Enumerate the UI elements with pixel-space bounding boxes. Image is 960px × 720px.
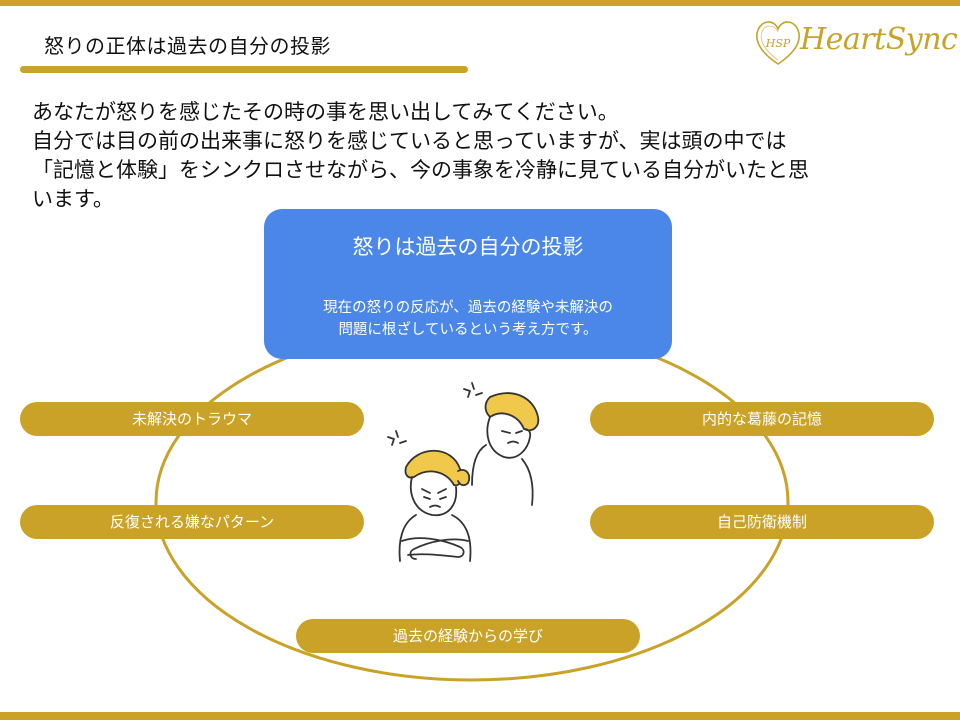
intro-line: 「記憶と体験」をシンクロさせながら、今の事象を冷静に見ている自分がいたと思 (32, 158, 809, 182)
factor-unresolved-trauma: 未解決のトラウマ (20, 402, 364, 436)
intro-line: あなたが怒りを感じたその時の事を思い出してみてください。 (32, 100, 619, 124)
top-accent-bar (0, 0, 960, 6)
factor-past-learning: 過去の経験からの学び (296, 619, 640, 653)
center-description-line: 問題に根ざしているという考え方です。 (338, 322, 598, 338)
intro-text: あなたが怒りを感じたその時の事を思い出してみてください。 自分では目の前の出来事… (32, 98, 932, 214)
center-description: 現在の怒りの反応が、過去の経験や未解決の 問題に根ざしているという考え方です。 (264, 297, 672, 341)
logo-text: HeartSync (800, 22, 958, 57)
heart-logo-icon: HSP (756, 21, 800, 65)
factor-repeated-patterns: 反復される嫌なパターン (20, 505, 364, 539)
slide-title: 怒りの正体は過去の自分の投影 (44, 34, 331, 58)
heartsync-logo: HSP HeartSync (752, 14, 958, 70)
bottom-accent-bar (0, 712, 960, 720)
center-concept-box: 怒りは過去の自分の投影 現在の怒りの反応が、過去の経験や未解決の 問題に根ざして… (264, 209, 672, 359)
intro-line: います。 (32, 187, 114, 211)
center-description-line: 現在の怒りの反応が、過去の経験や未解決の (323, 300, 613, 316)
factor-self-defense: 自己防衛機制 (590, 505, 934, 539)
intro-line: 自分では目の前の出来事に怒りを感じていると思っていますが、実は頭の中では (32, 129, 787, 153)
center-title: 怒りは過去の自分の投影 (352, 235, 584, 259)
factor-inner-conflict: 内的な葛藤の記憶 (590, 402, 934, 436)
logo-mark-text: HSP (765, 37, 791, 50)
angry-people-illustration (372, 375, 572, 575)
title-underline (20, 66, 468, 73)
